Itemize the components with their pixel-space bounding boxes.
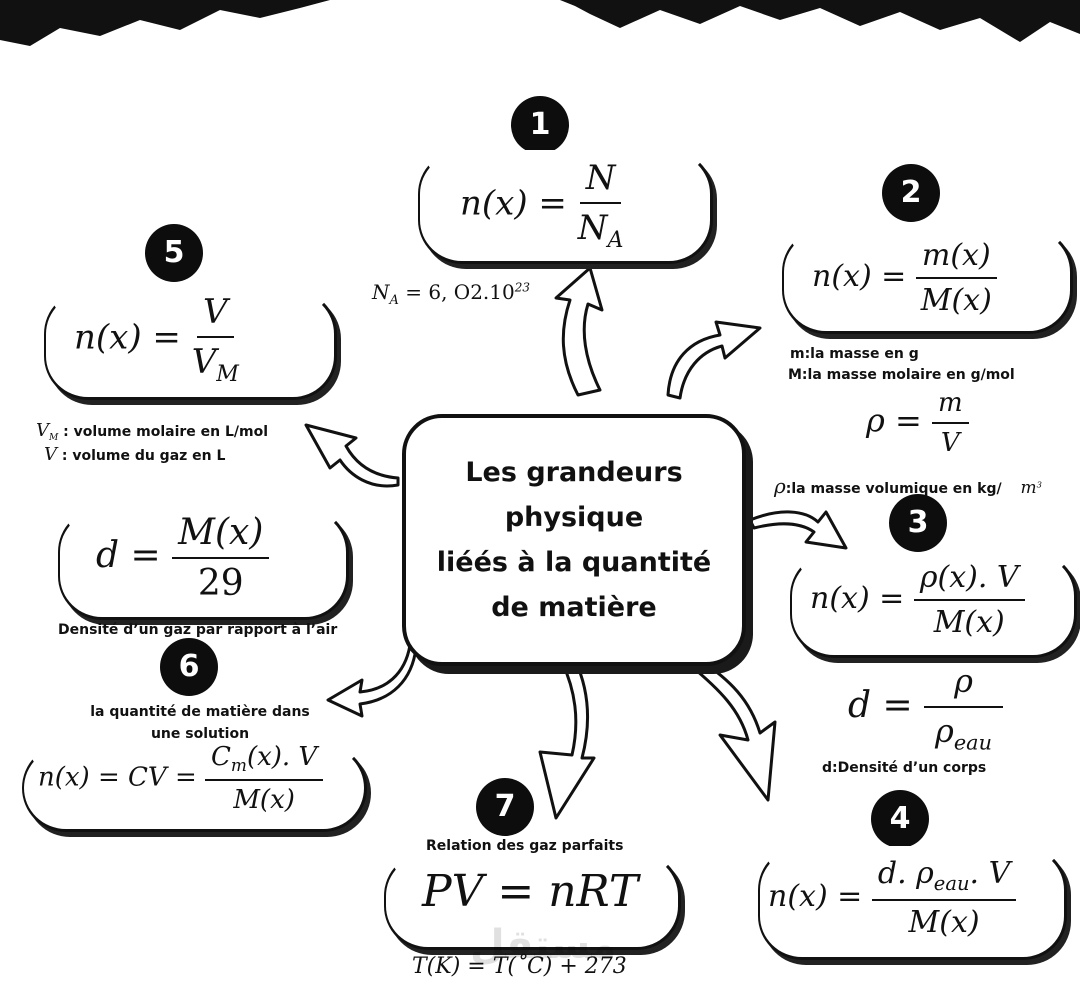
rho-note-sup: 3 <box>1036 479 1042 490</box>
na-mid: = 6, O2.10 <box>398 280 515 304</box>
f5-den: V <box>191 342 217 382</box>
dcorps-num: ρ <box>924 662 1003 708</box>
f4-lhs: n(x) = <box>768 879 863 914</box>
f1-num: N <box>579 158 622 204</box>
formula-3: n(x) = ρ(x). V M(x) <box>810 560 1025 640</box>
f6-num-rest: (x). V <box>246 742 318 772</box>
f3-num: ρ(x). V <box>913 560 1025 601</box>
arrow-to-2 <box>666 320 762 400</box>
f4-den: M(x) <box>908 905 980 940</box>
dgaz-lhs: d = <box>96 535 161 576</box>
formula-2: n(x) = m(x) M(x) <box>812 238 997 318</box>
badge-1: 1 <box>511 96 569 154</box>
rho-note-sym: ρ <box>774 474 786 498</box>
torn-paper-header <box>0 0 1080 46</box>
arrow-to-1 <box>554 266 604 397</box>
rho-den: V <box>940 428 960 458</box>
f4-num-sub: eau <box>933 872 970 895</box>
rho-num: m <box>931 388 969 424</box>
bubble-2 <box>782 228 1073 334</box>
rho-note: ρ:la masse volumique en kg/ m3 <box>774 474 1042 498</box>
f2-num: m(x) <box>915 238 997 279</box>
f1-den: N <box>577 208 608 248</box>
f6-num-sub: m <box>230 755 247 776</box>
badge-4: 4 <box>871 790 929 848</box>
f5-lhs: n(x) = <box>74 317 181 358</box>
badge-5: 5 <box>145 224 203 282</box>
formula-4: n(x) = d. ρeau. V M(x) <box>768 856 1017 940</box>
central-title-box: Les grandeurs physique liéés à la quanti… <box>402 414 746 666</box>
dgaz-note: Densité d’un gaz par rapport à l’air <box>58 622 338 638</box>
dcorps-note: d:Densité d’un corps <box>822 760 987 776</box>
f3-lhs: n(x) = <box>810 581 905 616</box>
center-title-line-2: physique <box>504 502 644 533</box>
na-note: NA = 6, O2.1023 <box>372 280 530 308</box>
bubble-7 <box>384 852 681 950</box>
arrow-to-6 <box>326 643 418 718</box>
vm-text: : volume molaire en L/mol <box>58 424 269 440</box>
arrow-to-7 <box>538 658 596 820</box>
f6-den: M(x) <box>233 785 295 816</box>
f1-lhs: n(x) = <box>460 183 567 224</box>
rho-lhs: ρ = <box>866 401 922 440</box>
badge-2: 2 <box>882 164 940 222</box>
f3-den: M(x) <box>933 605 1005 640</box>
arrow-to-3 <box>748 510 848 550</box>
formula-dgaz: d = M(x)29 <box>96 512 270 604</box>
f6-num-base: C <box>211 742 231 772</box>
f5-note-vm: VM : volume molaire en L/mol <box>36 420 268 443</box>
v-text: : volume du gaz en L <box>57 448 226 464</box>
dcorps-lhs: d = <box>848 685 913 727</box>
vm-sym: V <box>36 420 49 441</box>
na-sup: 23 <box>514 280 531 295</box>
rho-note-unit: m <box>1020 478 1037 498</box>
bubble-5 <box>44 290 337 400</box>
f6-label-1: la quantité de matière dans <box>90 704 310 720</box>
formula-7: PV = nRT <box>422 866 639 917</box>
bubble-1 <box>418 150 713 264</box>
center-title-line-1: Les grandeurs <box>465 457 683 488</box>
arrow-to-5 <box>304 423 400 488</box>
badge-6: 6 <box>160 638 218 696</box>
na-sub: A <box>389 293 399 308</box>
f4-num-post: . V <box>969 856 1011 891</box>
dcorps-den-sub: eau <box>953 730 992 755</box>
rho-note-text: :la masse volumique en kg/ <box>785 481 1002 497</box>
f2-lhs: n(x) = <box>812 259 907 294</box>
bubble-dgaz <box>58 508 349 620</box>
v-sym: V <box>44 444 57 465</box>
badge-3: 3 <box>889 494 947 552</box>
center-title-line-4: de matière <box>491 592 657 623</box>
f1-den-sub: A <box>607 226 624 253</box>
f6-lhs: n(x) = CV = <box>38 762 197 793</box>
f5-note-v: V : volume du gaz en L <box>44 444 225 465</box>
formula-6: n(x) = CV = Cm(x). V M(x) <box>38 742 324 816</box>
dcorps-den: ρ <box>935 712 954 750</box>
f2-note-1: m:la masse en g <box>790 346 919 362</box>
bubble-6 <box>22 744 367 832</box>
bubble-3 <box>790 552 1077 658</box>
dgaz-den: 29 <box>197 563 244 604</box>
f2-den: M(x) <box>920 283 992 318</box>
f6-label-2: une solution <box>150 726 250 742</box>
f5-num: V <box>197 292 234 338</box>
f5-den-sub: M <box>216 360 239 387</box>
f4-num-pre: d. ρ <box>877 856 934 891</box>
f7-label: Relation des gaz parfaits <box>426 838 624 854</box>
bubble-4 <box>758 846 1067 960</box>
f7-note: T(K) = T(˚C) + 273 <box>412 954 627 979</box>
center-title-line-3: liéés à la quantité <box>436 547 712 578</box>
dgaz-num: M(x) <box>172 512 270 559</box>
na-base: N <box>372 280 390 304</box>
badge-7: 7 <box>476 778 534 836</box>
f2-note-2: M:la masse molaire en g/mol <box>788 367 1015 383</box>
vm-sub: M <box>49 432 59 443</box>
watermark-logo: مستقل <box>470 922 617 968</box>
arrow-to-4 <box>688 658 777 802</box>
